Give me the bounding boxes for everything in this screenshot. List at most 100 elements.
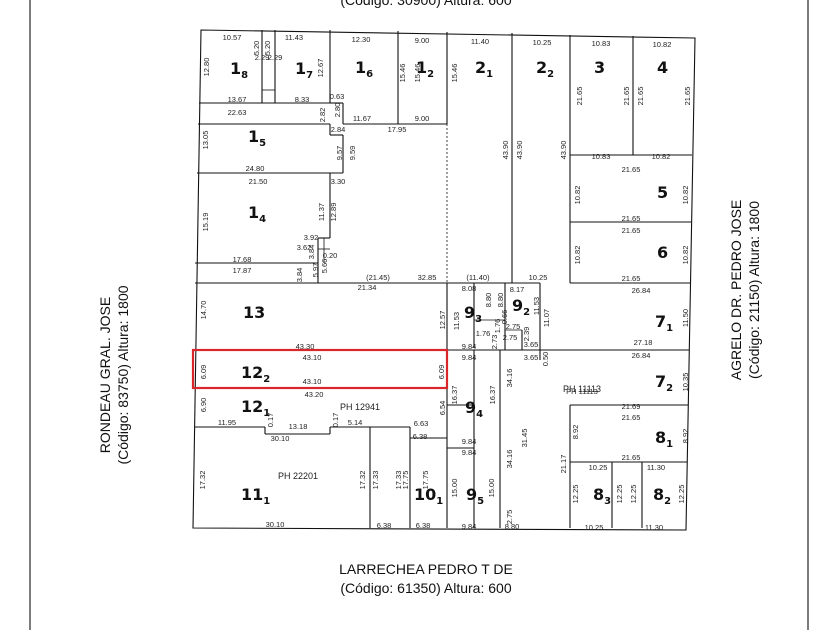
- measurement-label: 11.40: [471, 37, 489, 46]
- parcel-label[interactable]: 17: [295, 59, 313, 81]
- measurement-label: 15.46: [413, 64, 422, 83]
- parcel-label[interactable]: 4: [657, 58, 668, 77]
- bottom-street-name: LARRECHEA PEDRO T DE: [339, 561, 513, 577]
- parcel-label[interactable]: 92: [512, 296, 530, 318]
- measurement-label: 13.18: [289, 422, 308, 431]
- parcel-label[interactable]: 3: [594, 58, 605, 77]
- measurement-label: 10.82: [573, 246, 582, 265]
- parcel-label[interactable]: 95: [466, 485, 484, 507]
- measurement-label: 21.65: [622, 214, 641, 223]
- parcel-label[interactable]: 21: [475, 58, 493, 80]
- measurement-label: 15.46: [450, 64, 459, 83]
- parcel-label[interactable]: 6: [657, 243, 668, 262]
- measurement-label: 8.80: [505, 522, 520, 531]
- measurement-label: 21.65: [622, 413, 641, 422]
- measurement-label: 11.37: [317, 203, 326, 221]
- measurement-label: 43.90: [515, 141, 524, 160]
- measurement-label: 11.30: [645, 523, 663, 532]
- highlighted-parcel-12-2[interactable]: [191, 348, 449, 390]
- parcel-label[interactable]: 22: [536, 58, 554, 80]
- parcel-label[interactable]: 71: [655, 312, 673, 334]
- measurement-label: 3.65: [524, 353, 539, 362]
- parcel-label[interactable]: 15: [248, 127, 266, 149]
- measurement-label: 3.84: [295, 268, 304, 283]
- measurement-label: 6.63: [414, 419, 429, 428]
- measurement-label: 2.84: [331, 125, 346, 134]
- measurement-label: 8.80: [496, 293, 505, 308]
- measurement-label: 2.75: [506, 322, 521, 331]
- measurement-label: 5.97: [311, 263, 320, 278]
- measurement-label: 1.76: [493, 319, 502, 334]
- measurement-label: 17.32: [198, 471, 207, 490]
- parcel-label[interactable]: 111: [241, 485, 270, 507]
- measurement-label: 21.65: [636, 87, 645, 106]
- parcel-label[interactable]: 121: [241, 397, 270, 419]
- measurement-label: 8.17: [510, 285, 525, 294]
- measurement-label: (11.40): [466, 273, 490, 282]
- measurement-label: 6.09: [437, 365, 446, 380]
- parcel-label[interactable]: 94: [465, 398, 483, 420]
- measurement-label: 43.90: [559, 141, 568, 160]
- parcel-label[interactable]: 83: [593, 485, 611, 507]
- measurement-label: 34.16: [505, 450, 514, 469]
- measurement-label: 26.84: [632, 286, 651, 295]
- measurement-label: 30.10: [271, 434, 290, 443]
- measurement-label: 11.30: [647, 463, 665, 472]
- parcel-label[interactable]: 81: [655, 428, 673, 450]
- measurement-label: 43.30: [296, 342, 315, 351]
- measurement-label: 9.00: [415, 36, 430, 45]
- measurement-label: 43.90: [501, 141, 510, 160]
- measurement-label: 12.80: [202, 58, 211, 77]
- measurement-label: 6.38: [377, 521, 392, 530]
- measurement-label: 14.70: [199, 301, 208, 320]
- left-street-code: (Código: 83750) Altura: 1800: [115, 285, 131, 464]
- measurement-label: 15.00: [450, 479, 459, 498]
- measurement-label: 10.25: [533, 38, 552, 47]
- measurement-label: PH 11113: [566, 387, 598, 396]
- measurement-label: 12.25: [629, 485, 638, 504]
- measurement-label: 12.67: [316, 59, 325, 78]
- parcel-label[interactable]: 72: [655, 372, 673, 394]
- measurement-label: 0.17: [331, 413, 340, 428]
- measurement-label: 9.57: [335, 146, 344, 161]
- measurement-label: 21.17: [559, 455, 568, 474]
- parcel-label[interactable]: 12: [416, 58, 434, 80]
- parcel-label[interactable]: 18: [230, 59, 248, 81]
- measurement-label: 0.17: [266, 413, 275, 428]
- measurement-label: 17.87: [233, 266, 252, 275]
- measurement-label: 31.45: [520, 429, 529, 448]
- measurement-label: 11.53: [532, 297, 541, 315]
- measurement-label: 6.09: [199, 365, 208, 380]
- parcel-label[interactable]: 5: [657, 183, 668, 202]
- measurement-label: 10.82: [653, 40, 672, 49]
- measurement-label: 43.10: [303, 353, 322, 362]
- ph-label: PH 22201: [278, 471, 318, 481]
- measurement-label: 9.84: [462, 342, 477, 351]
- measurement-label: 17.68: [233, 255, 252, 264]
- measurement-label: 10.57: [223, 33, 242, 42]
- parcel-label[interactable]: 101: [414, 485, 443, 507]
- measurement-label: 3.65: [524, 340, 539, 349]
- measurement-label: 11.43: [285, 33, 303, 42]
- measurement-label: 2.80: [333, 103, 342, 118]
- measurement-label: 12.89: [329, 203, 338, 222]
- parcel-label[interactable]: 82: [653, 485, 671, 507]
- measurement-label: 11.67: [353, 114, 371, 123]
- parcel-label[interactable]: 16: [355, 58, 373, 80]
- measurement-label: 10.25: [589, 463, 608, 472]
- measurement-label: 21.34: [358, 283, 377, 292]
- parcel-label[interactable]: 93: [464, 303, 482, 325]
- measurement-label: 21.65: [683, 87, 692, 106]
- measurement-label: 16.37: [488, 386, 497, 405]
- parcel-label[interactable]: 122: [241, 363, 270, 385]
- parcel-label[interactable]: 14: [248, 203, 266, 225]
- measurement-label: 15.46: [398, 64, 407, 83]
- measurement-label: 11.53: [452, 312, 461, 330]
- measurement-label: 10.82: [652, 152, 671, 161]
- measurement-label: 10.82: [681, 186, 690, 205]
- parcel-label[interactable]: 13: [243, 303, 265, 322]
- measurement-label: (21.45): [366, 273, 390, 282]
- measurement-label: 0.63: [330, 92, 345, 101]
- measurement-label: 43.20: [305, 390, 324, 399]
